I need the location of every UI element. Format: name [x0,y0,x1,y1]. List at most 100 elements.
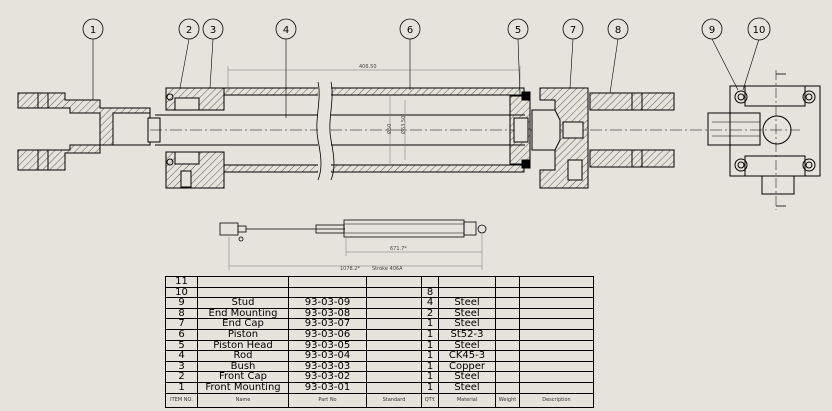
balloon-8-label: 8 [615,25,621,36]
end-view [707,70,821,210]
bom-cell-mat [438,286,496,299]
stroke-length-dim: 406.50 [359,64,377,70]
bom-cell-desc [519,350,594,362]
bom-cell-name: Front Mounting [197,381,289,394]
balloon-6: 6 [399,18,421,40]
bom-cell-desc [519,381,594,394]
bom-header-part: Part No [288,392,367,408]
bom-cell-mat: Steel [438,339,496,352]
bom-cell-wt [495,360,520,373]
bom-cell-desc [519,360,594,373]
bom-header-qty: QTY. [421,392,439,408]
bom-header-standard: Standard [366,392,422,408]
bom-cell-name: Stud [197,297,289,309]
bom-cell-qty: 1 [421,360,439,373]
bom-cell-mat: CK45-3 [438,350,496,362]
front-cap-part [165,87,225,189]
bom-cell-mat: Steel [438,318,496,330]
bom-cell-item: 4 [165,350,198,362]
bom-cell-qty: 2 [421,307,439,320]
bom-cell-wt [495,328,520,341]
bom-cell-std [366,286,422,299]
bom-cell-qty: 1 [421,318,439,330]
bom-cell-wt [495,381,520,394]
bom-cell-name: Front Cap [197,371,289,383]
bom-cell-std [366,276,422,288]
bom-header-item: ITEM NO. [165,392,198,408]
bom-cell-qty: 1 [421,381,439,394]
balloon-10: 10 [747,17,771,41]
bom-cell-qty: 8 [421,286,439,299]
balloon-7-label: 7 [570,25,576,36]
balloon-9: 9 [701,18,723,40]
bom-cell-part [288,276,367,288]
bom-cell-mat: Steel [438,371,496,383]
bom-cell-desc [519,339,594,352]
bom-cell-desc [519,276,594,288]
bom-cell-desc [519,286,594,299]
bom-cell-name: Bush [197,360,289,373]
balloon-6-label: 6 [407,25,413,36]
bom-cell-part: 93-03-08 [288,307,367,320]
bom-cell-std [366,318,422,330]
bom-cell-std [366,381,422,394]
balloon-1-label: 1 [90,25,96,36]
bom-cell-name: Rod [197,350,289,362]
bom-cell-mat: St52-3 [438,328,496,341]
bom-cell-qty: 1 [421,328,439,341]
bom-cell-item: 11 [165,276,198,288]
overview-length-dim: 671.7* [390,246,407,252]
bom-cell-wt [495,350,520,362]
bom-cell-item: 5 [165,339,198,352]
balloon-3-label: 3 [210,25,216,36]
bom-row: 11 [165,276,594,288]
bom-cell-item: 8 [165,307,198,320]
bom-cell-item: 9 [165,297,198,309]
bom-header-material: Material [438,392,496,408]
bom-cell-part: 93-03-04 [288,350,367,362]
balloon-1: 1 [82,18,104,40]
bom-cell-std [366,328,422,341]
bom-cell-part: 93-03-02 [288,371,367,383]
bom-cell-desc [519,371,594,383]
balloon-4-label: 4 [283,25,289,36]
bom-cell-qty: 4 [421,297,439,309]
end-mounting-part [589,92,675,168]
bom-cell-item: 6 [165,328,198,341]
bom-cell-desc [519,307,594,320]
bom-cell-mat: Steel [438,297,496,309]
balloon-2: 2 [178,18,200,40]
bom-cell-part: 93-03-05 [288,339,367,352]
bom-cell-part: 93-03-07 [288,318,367,330]
balloon-4: 4 [275,18,297,40]
balloon-7: 7 [562,18,584,40]
overview-view [219,219,487,270]
balloon-9-label: 9 [709,25,715,36]
bom-header-row: ITEM NO. Name Part No Standard QTY. Mate… [165,392,594,408]
bom-cell-part: 93-03-01 [288,381,367,394]
bom-cell-item: 2 [165,371,198,383]
bom-cell-name [197,276,289,288]
bom-cell-name: Piston [197,328,289,341]
bom-cell-name: End Mounting [197,307,289,320]
section-dimensions [227,66,521,164]
bom-cell-name [197,286,289,299]
balloon-3: 3 [202,18,224,40]
bom-cell-wt [495,339,520,352]
bom-cell-qty [421,276,439,288]
bom-cell-qty: 1 [421,371,439,383]
balloon-8: 8 [607,18,629,40]
bom-cell-wt [495,307,520,320]
end-cap-part [531,87,589,189]
bom-cell-wt [495,286,520,299]
bom-cell-desc [519,318,594,330]
bom-cell-std [366,360,422,373]
bom-cell-desc [519,297,594,309]
